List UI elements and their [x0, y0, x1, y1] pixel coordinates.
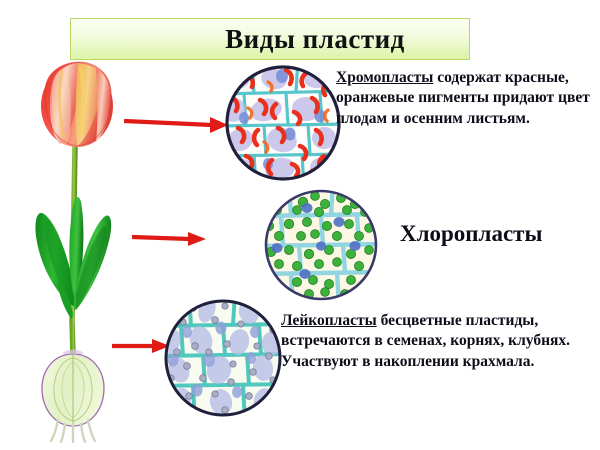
micrograph-leucoplast	[164, 299, 282, 417]
caption-chromoplast-body: содержат красные, оранжевые пигменты при…	[336, 69, 590, 127]
plant-leaves	[35, 197, 112, 320]
arrow-bulb-to-leucoplast	[112, 339, 170, 353]
title-banner: Виды пластид	[70, 18, 470, 60]
arrow-flower-to-chromoplast	[124, 117, 228, 133]
caption-chromoplast: Хромопласты содержат красные, оранжевые …	[336, 68, 594, 129]
label-chloroplast: Хлоропласты	[400, 221, 543, 246]
plant-roots	[49, 418, 97, 443]
arrow-leaf-to-chloroplast	[132, 232, 206, 246]
tulip-plant-illustration	[35, 61, 113, 443]
plant-bulb	[41, 349, 105, 443]
term-leucoplast: Лейкопласты	[281, 312, 377, 329]
term-chromoplast: Хромопласты	[336, 69, 434, 86]
caption-leucoplast-body: бесцветные пластиды, встречаются в семен…	[281, 312, 571, 370]
tulip-flower	[41, 61, 113, 147]
caption-leucoplast: Лейкопласты бесцветные пластиды, встреча…	[281, 311, 593, 372]
micrograph-chromoplast	[225, 65, 341, 181]
page-title: Виды пластид	[225, 23, 405, 54]
micrograph-chloroplast	[264, 189, 378, 301]
